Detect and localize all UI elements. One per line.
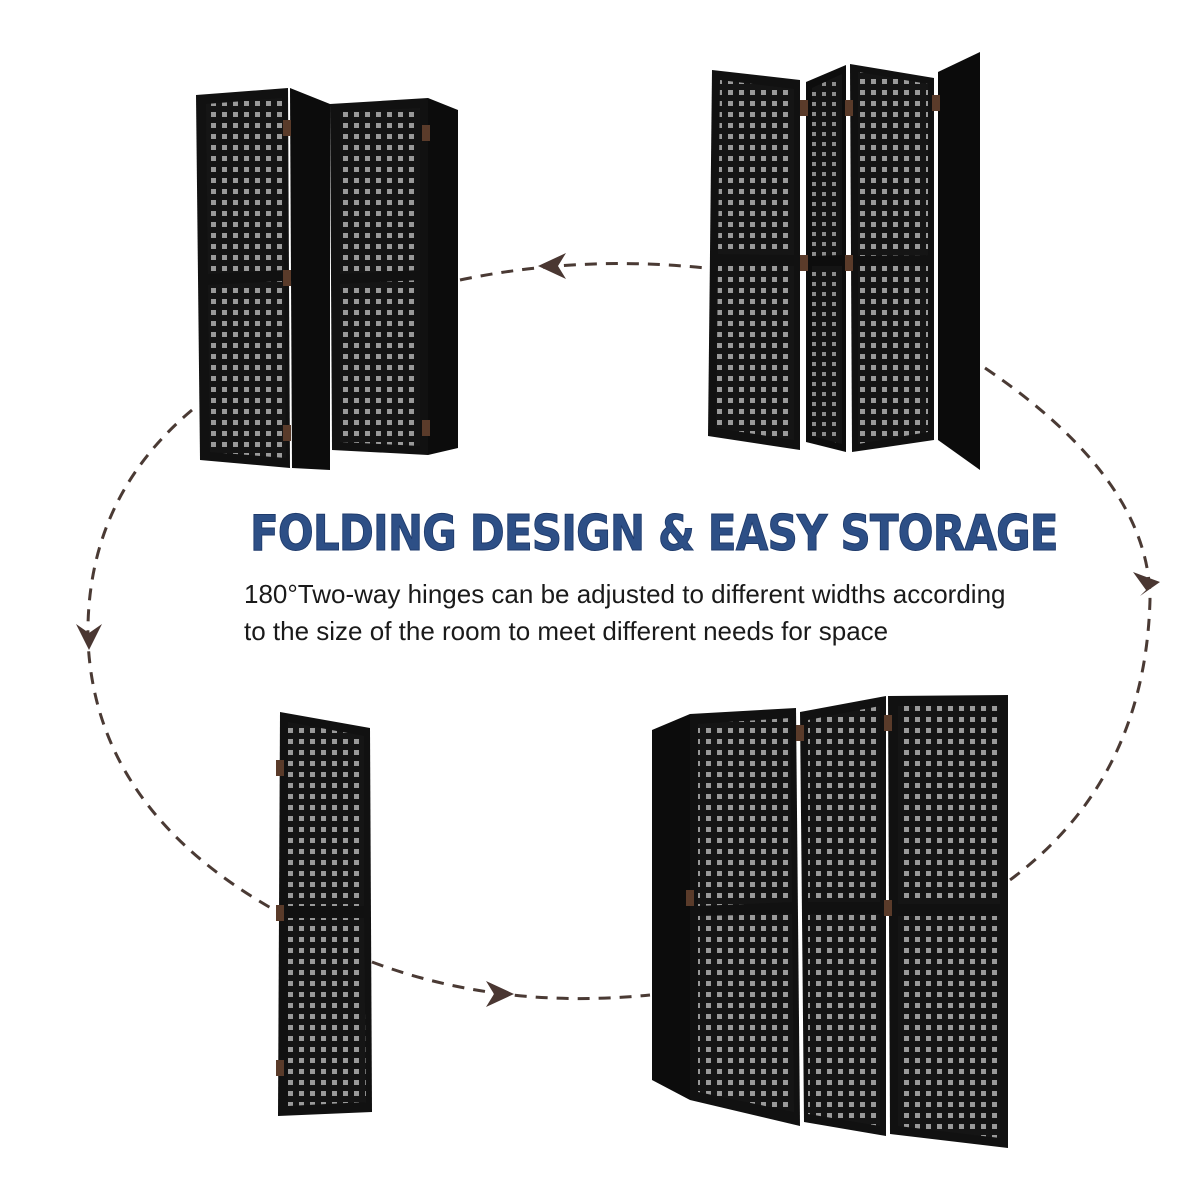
cycle-arrows: [76, 253, 1160, 1007]
headline: FOLDING DESIGN & EASY STORAGE: [250, 505, 1059, 563]
arrow-right-icon: [486, 981, 514, 1007]
arrow-up-icon: [1133, 572, 1160, 596]
divider-fully-folded: [276, 712, 372, 1116]
arrow-left-icon: [538, 253, 566, 279]
divider-four-panel-wide: [708, 52, 980, 470]
divider-folded-pair: [196, 88, 458, 470]
feature-description: 180°Two-way hinges can be adjusted to di…: [244, 579, 1006, 646]
divider-four-panel-angled: [652, 695, 1008, 1148]
arrow-down-icon: [76, 624, 102, 650]
